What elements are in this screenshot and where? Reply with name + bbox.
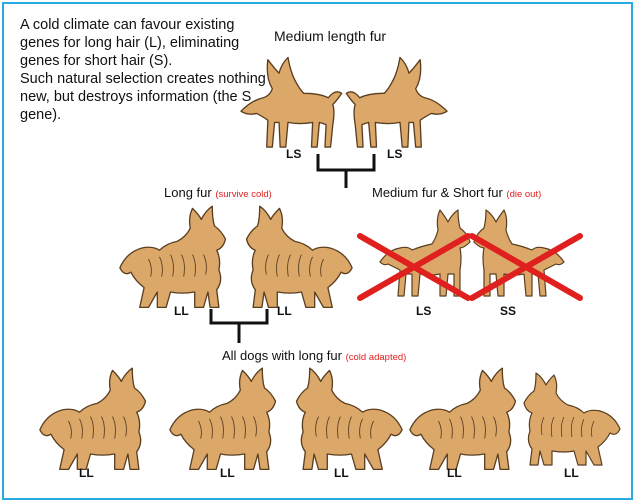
all-long-fur-note: (cold adapted): [346, 352, 407, 363]
long-fur-note: (survive cold): [215, 189, 272, 200]
genotype-long-left: LL: [174, 304, 189, 318]
label-long-fur: Long fur (survive cold): [164, 185, 272, 200]
genotype-medium: LS: [416, 304, 431, 318]
bottom-dog-1: [34, 366, 158, 476]
parent-dog-left: [232, 44, 344, 156]
long-fur-bracket: [209, 309, 269, 343]
bottom-dog-3: [284, 366, 408, 476]
parent-bracket: [316, 154, 376, 188]
genotype-bottom-1: LL: [79, 466, 94, 480]
label-medium-length-fur: Medium length fur: [274, 28, 386, 44]
genotype-long-right: LL: [277, 304, 292, 318]
cross-out-short: [466, 232, 586, 302]
genotype-bottom-5: LL: [564, 466, 579, 480]
medium-short-fur-text: Medium fur & Short fur: [372, 185, 503, 200]
medium-short-note: (die out): [506, 189, 541, 200]
label-all-long-fur: All dogs with long fur (cold adapted): [222, 348, 406, 363]
parent-dog-right: [344, 44, 456, 156]
genotype-short: SS: [500, 304, 516, 318]
bottom-dog-2: [164, 366, 288, 476]
label-medium-short-fur: Medium fur & Short fur (die out): [372, 185, 541, 200]
bottom-dog-5: [514, 366, 624, 476]
long-fur-dog-right: [234, 204, 358, 314]
bottom-dog-4: [404, 366, 528, 476]
genotype-bottom-4: LL: [447, 466, 462, 480]
cross-out-medium: [354, 232, 474, 302]
genotype-parent-right: LS: [387, 147, 402, 161]
long-fur-dog-left: [114, 204, 238, 314]
long-fur-text: Long fur: [164, 185, 212, 200]
genotype-parent-left: LS: [286, 147, 301, 161]
genotype-bottom-3: LL: [334, 466, 349, 480]
all-long-fur-text: All dogs with long fur: [222, 348, 342, 363]
genotype-bottom-2: LL: [220, 466, 235, 480]
